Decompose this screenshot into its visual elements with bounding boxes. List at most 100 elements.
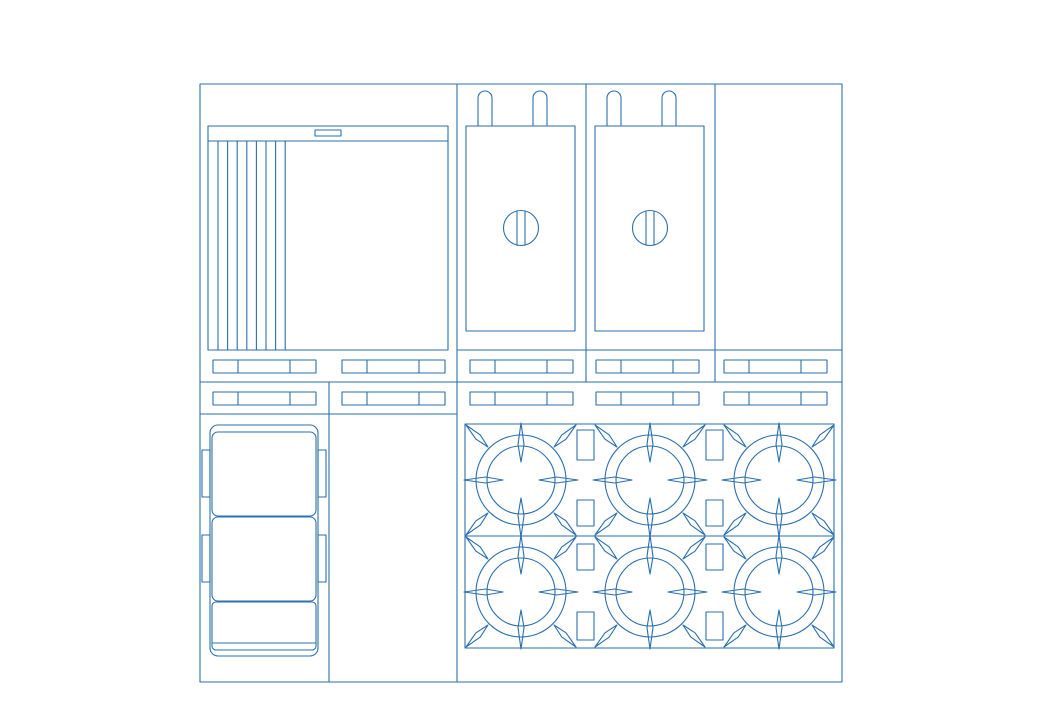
control-strip-frame bbox=[724, 392, 827, 405]
grate-spike bbox=[722, 589, 761, 595]
grate-spike bbox=[554, 625, 576, 647]
grate-spike bbox=[776, 498, 782, 537]
grate-spike bbox=[776, 535, 782, 574]
grate-spike bbox=[554, 537, 576, 559]
grate-spike bbox=[812, 425, 834, 447]
grate-spike bbox=[595, 513, 617, 535]
grate-spike bbox=[595, 537, 617, 559]
burner bbox=[722, 423, 836, 537]
control-strip bbox=[470, 392, 573, 405]
grate-spike bbox=[518, 535, 524, 574]
grate-bridge bbox=[706, 612, 723, 640]
grate-spike bbox=[518, 423, 524, 462]
burner-inner-ring bbox=[616, 446, 684, 514]
griddle-module bbox=[208, 126, 448, 350]
fryer-vat bbox=[595, 126, 704, 331]
fryer-vat bbox=[466, 126, 575, 331]
burner-inner-ring bbox=[616, 558, 684, 626]
control-strip bbox=[342, 360, 445, 373]
grate-spike bbox=[776, 423, 782, 462]
control-strip bbox=[724, 360, 827, 373]
pan-handle-left-upper bbox=[202, 450, 210, 497]
grate-spike bbox=[466, 625, 488, 647]
burner-inner-ring bbox=[487, 446, 555, 514]
control-strip-frame bbox=[470, 360, 573, 373]
control-strip-frame bbox=[470, 392, 573, 405]
control-strip-frame bbox=[596, 360, 699, 373]
grate-spike bbox=[539, 589, 578, 595]
tilting-pan-module bbox=[202, 425, 326, 656]
control-strip-frame bbox=[724, 360, 827, 373]
burner-outer-ring bbox=[734, 547, 824, 637]
fryer-basket-handle bbox=[607, 91, 621, 126]
grate-spike bbox=[724, 513, 746, 535]
control-strip-frame bbox=[342, 392, 445, 405]
burner bbox=[722, 535, 836, 649]
control-strip-frame bbox=[213, 360, 316, 373]
pan-upper-well bbox=[212, 432, 316, 516]
pan-handle-right-upper bbox=[318, 450, 326, 497]
grate-spike bbox=[724, 537, 746, 559]
grate-spike bbox=[466, 537, 488, 559]
grate-spike bbox=[724, 425, 746, 447]
fryer-modules bbox=[466, 91, 704, 331]
grate-spike bbox=[593, 477, 632, 483]
grate-bridge bbox=[706, 500, 723, 526]
range-outline bbox=[200, 84, 842, 682]
control-strip bbox=[470, 360, 573, 373]
grate-spike bbox=[539, 477, 578, 483]
control-strip-frame bbox=[596, 392, 699, 405]
control-strip bbox=[596, 392, 699, 405]
grate-spike bbox=[464, 477, 503, 483]
grate-spike bbox=[518, 610, 524, 649]
grate-spike bbox=[683, 513, 705, 535]
pan-outer-rim bbox=[210, 425, 318, 656]
fryer-basket-handle bbox=[478, 91, 492, 126]
grate-spike bbox=[647, 423, 653, 462]
pan-lower-well bbox=[212, 602, 316, 650]
fryer-drain-knob bbox=[633, 211, 668, 246]
burners bbox=[464, 423, 836, 649]
grate-spike bbox=[595, 625, 617, 647]
control-strips bbox=[213, 360, 827, 405]
control-strip-frame bbox=[342, 360, 445, 373]
grate-spike bbox=[668, 589, 707, 595]
fryer bbox=[595, 91, 704, 331]
grate-spike bbox=[683, 537, 705, 559]
fryer-basket-handle bbox=[533, 91, 547, 126]
control-strip bbox=[596, 360, 699, 373]
grate-spike bbox=[518, 498, 524, 537]
fryer-drain-knob bbox=[504, 211, 539, 246]
grate-bridge bbox=[577, 544, 594, 570]
burner-outer-ring bbox=[734, 435, 824, 525]
grate-spike bbox=[554, 513, 576, 535]
grate-spike bbox=[466, 425, 488, 447]
grate-spike bbox=[595, 425, 617, 447]
grate-spike bbox=[812, 537, 834, 559]
grate-spike bbox=[466, 513, 488, 535]
char-bars bbox=[218, 141, 285, 350]
grate-spike bbox=[683, 625, 705, 647]
grate-spike bbox=[647, 535, 653, 574]
grate-spike bbox=[797, 589, 836, 595]
control-strip bbox=[724, 392, 827, 405]
griddle-drain-slot bbox=[315, 130, 341, 136]
burner-outer-ring bbox=[476, 435, 566, 525]
grate-spike bbox=[554, 425, 576, 447]
burner-outer-ring bbox=[476, 547, 566, 637]
grate-spike bbox=[776, 610, 782, 649]
fryer-basket-handle bbox=[662, 91, 676, 126]
burner-outer-ring bbox=[605, 547, 695, 637]
range-frame bbox=[200, 84, 842, 682]
control-strip-frame bbox=[213, 392, 316, 405]
grate-spike bbox=[722, 477, 761, 483]
control-strip bbox=[213, 392, 316, 405]
burner bbox=[593, 423, 707, 537]
grate-bridge bbox=[577, 612, 594, 640]
grate-bridge bbox=[577, 500, 594, 526]
pan-middle-well bbox=[212, 517, 316, 601]
grate-spike bbox=[464, 589, 503, 595]
grate-spike bbox=[724, 625, 746, 647]
fryer bbox=[466, 91, 575, 331]
